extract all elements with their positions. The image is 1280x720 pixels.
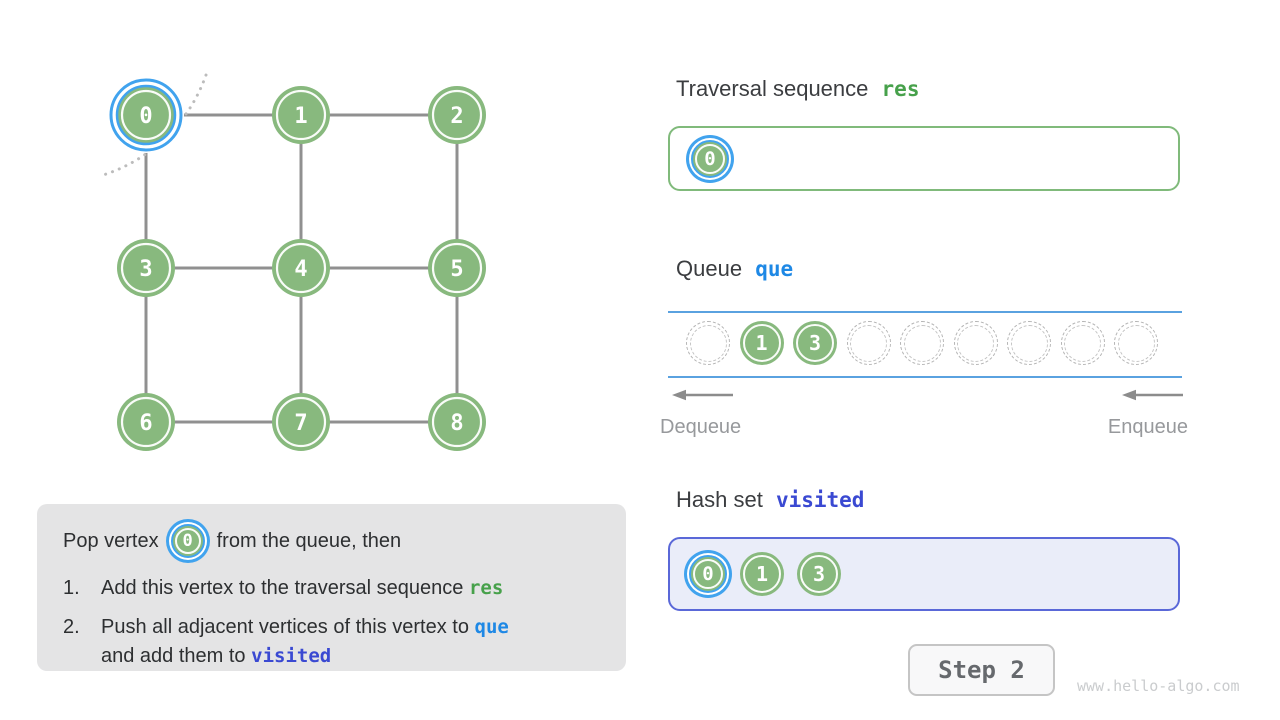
que-code-inline: que xyxy=(474,616,509,638)
item-line-2: and add them to visited xyxy=(101,642,509,671)
vertex-badge-0: 0 xyxy=(689,555,727,593)
graph-vertex-label: 5 xyxy=(450,257,463,282)
queue-label: Queue xyxy=(676,256,743,281)
queue-slot-empty xyxy=(953,321,998,365)
queue-slot-empty xyxy=(1060,321,1105,365)
hash-set-label: Hash set xyxy=(676,487,763,512)
traversal-sequence-box: 0 xyxy=(668,126,1180,191)
graph-vertex-label: 4 xyxy=(294,257,307,282)
explanation-item-1-text: Add this vertex to the traversal sequenc… xyxy=(101,574,503,603)
traversal-sequence-title: Traversal sequence res xyxy=(676,76,919,102)
res-code-inline: res xyxy=(468,577,504,599)
vertex-badge-label: 0 xyxy=(704,147,716,170)
graph-vertex-label: 3 xyxy=(139,257,152,282)
graph-vertex-8: 8 xyxy=(428,393,486,451)
queue-bottom-line xyxy=(668,376,1182,378)
vertex-badge-label: 0 xyxy=(182,531,193,551)
enqueue-arrow-icon xyxy=(1122,389,1183,401)
queue-top-line xyxy=(668,311,1182,313)
graph-vertex-0: 0 xyxy=(108,77,184,153)
list-number: 1. xyxy=(63,577,80,599)
vertex-badge-3: 3 xyxy=(793,321,837,365)
queue-slot-empty xyxy=(846,321,891,365)
vertex-badge-0: 0 xyxy=(170,524,205,558)
graph-vertex-7: 7 xyxy=(272,393,330,451)
explanation-intro-before: Pop vertex xyxy=(63,529,159,552)
vertex-badge-label: 3 xyxy=(812,562,826,586)
vertex-badge-label: 0 xyxy=(702,563,714,585)
dequeue-arrow-icon xyxy=(672,389,733,401)
queue-title: Queue que xyxy=(676,256,793,282)
traversal-sequence-label: Traversal sequence xyxy=(676,76,869,101)
vertex-badge-label: 3 xyxy=(808,331,822,355)
graph-vertex-1: 1 xyxy=(272,86,330,144)
vertex-badge-label: 1 xyxy=(755,562,769,586)
vertex-badge-0: 0 xyxy=(691,139,729,178)
explanation-intro: Pop vertex 0 from the queue, then xyxy=(63,518,608,564)
visited-code-label: visited xyxy=(775,488,865,512)
dequeue-label: Dequeue xyxy=(660,416,742,438)
graph-vertex-label: 7 xyxy=(294,411,307,436)
hash-set-title: Hash set visited xyxy=(676,487,864,513)
item-text: Push all adjacent vertices of this verte… xyxy=(101,616,469,638)
graph-vertex-5: 5 xyxy=(428,239,486,297)
graph-vertex-label: 1 xyxy=(294,104,307,129)
explanation-item-2-text: Push all adjacent vertices of this verte… xyxy=(101,613,509,671)
queue-slot-empty xyxy=(1114,321,1158,365)
list-number: 2. xyxy=(63,616,80,638)
graph-vertex-label: 0 xyxy=(139,104,152,129)
vertex-badge-1: 1 xyxy=(740,552,784,596)
res-code-label: res xyxy=(881,77,920,101)
explanation-item-1: 1. Add this vertex to the traversal sequ… xyxy=(63,574,608,603)
queue-slot-empty xyxy=(900,321,944,365)
vertex-badge-1: 1 xyxy=(739,321,784,365)
vertex-badge-label: 1 xyxy=(755,331,768,355)
item-line-1: Push all adjacent vertices of this verte… xyxy=(101,613,509,642)
graph-vertex-6: 6 xyxy=(117,393,175,451)
visited-code-inline: visited xyxy=(251,645,332,667)
item-text: and add them to xyxy=(101,645,246,667)
vertex-badge-3: 3 xyxy=(797,552,841,596)
graph-vertex-4: 4 xyxy=(272,239,330,297)
graph-vertex-3: 3 xyxy=(117,239,175,297)
explanation-item-2: 2. Push all adjacent vertices of this ve… xyxy=(63,613,608,671)
que-code-label: que xyxy=(755,257,794,281)
item-text: Add this vertex to the traversal sequenc… xyxy=(101,577,464,599)
queue-slot-empty xyxy=(1007,321,1051,365)
graph-vertex-label: 6 xyxy=(139,411,152,436)
graph-vertex-2: 2 xyxy=(428,86,486,144)
watermark: www.hello-algo.com xyxy=(1077,677,1240,695)
hash-set-box: 0 1 3 xyxy=(668,537,1180,611)
graph-vertex-label: 8 xyxy=(450,411,463,436)
enqueue-label: Enqueue xyxy=(1107,416,1188,438)
explanation-intro-after: from the queue, then xyxy=(216,529,402,552)
queue-slot-empty xyxy=(686,321,730,365)
graph-diagram: 0 1 2 3 4 5 6 7 8 xyxy=(98,73,486,451)
step-button[interactable]: Step 2 xyxy=(908,644,1055,696)
graph-vertex-label: 2 xyxy=(450,104,463,129)
explanation-box: Pop vertex 0 from the queue, then 1. Add… xyxy=(37,504,626,671)
